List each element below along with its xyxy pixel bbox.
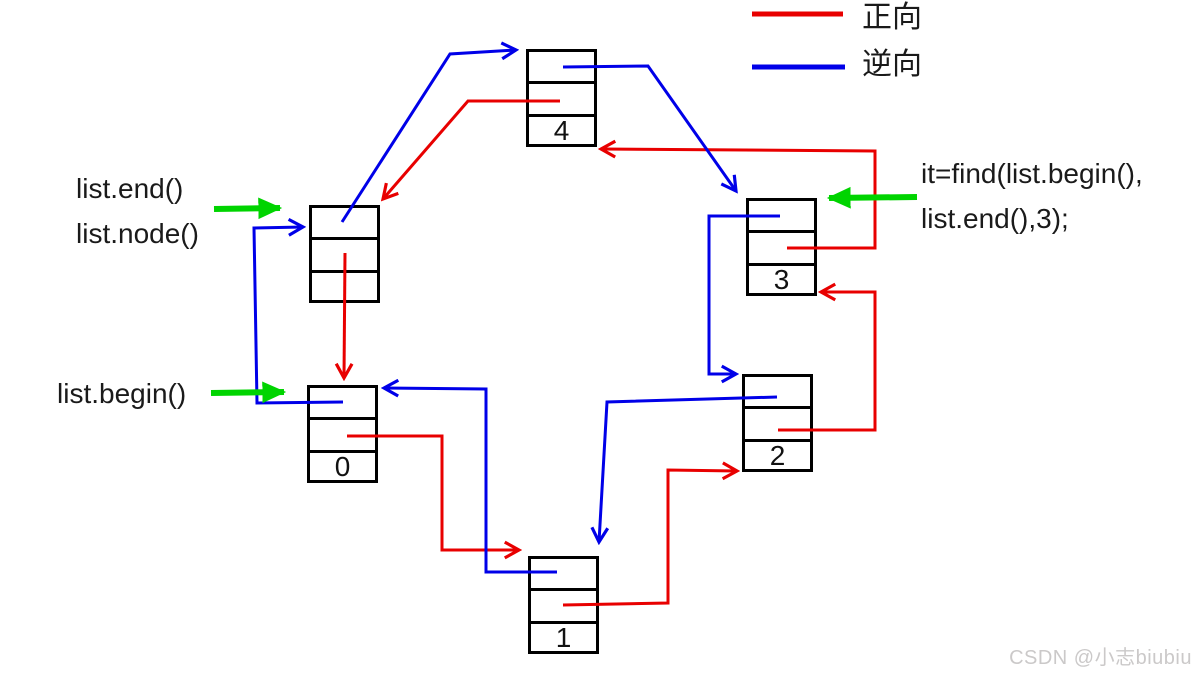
label-find-call-line2: list.end(),3); [921,203,1069,234]
node-end-prev-pointer-cell [312,208,377,240]
node-2-next-pointer-cell [745,409,810,442]
label-arrow-end-to-sentinel [213,197,283,220]
node-3: 3 [746,198,817,296]
node-end-next-pointer-cell [312,240,377,273]
legend-forward-label: 正向 [862,1,922,34]
node-2-value: 2 [769,440,786,471]
node-1: 1 [528,556,599,654]
node-3-next-pointer-cell [749,233,814,266]
node-1-next-pointer-cell [531,591,596,624]
label-list-end-node: list.end() list.node() [76,166,199,256]
node-2-prev-pointer-cell [745,377,810,409]
label-arrow-begin-to-node0 [210,381,287,404]
reverse-pointer-end-to-4 [340,50,516,223]
node-0-next-pointer-cell [310,420,375,453]
label-arrow-find-to-node3 [826,186,918,209]
node-1-prev-pointer-cell [531,559,596,591]
node-4-prev-pointer-cell [529,52,594,84]
node-0-prev-pointer-cell [310,388,375,420]
label-list-node: list.node() [76,218,199,249]
node-end-sentinel [309,205,380,303]
label-find-call-line1: it=find(list.begin(), [921,158,1143,189]
node-2: 2 [742,374,813,472]
node-end-value [312,273,377,300]
node-4-value: 4 [553,115,570,146]
node-0-value: 0 [334,451,351,482]
node-3-prev-pointer-cell [749,201,814,233]
node-4: 4 [526,49,597,147]
node-4-next-pointer-cell [529,84,594,117]
legend-reverse-label: 逆向 [862,48,922,81]
forward-pointer-3-to-4 [601,149,877,250]
node-1-value: 1 [555,622,572,653]
csdn-watermark: CSDN @小志biubiu [1009,647,1192,669]
label-list-begin: list.begin() [57,378,187,409]
label-list-end: list.end() [76,173,184,204]
node-0: 0 [307,385,378,483]
label-find-call: it=find(list.begin(), list.end(),3); [921,151,1143,241]
node-3-value: 3 [773,264,790,295]
reverse-pointer-1-to-0 [384,388,557,574]
